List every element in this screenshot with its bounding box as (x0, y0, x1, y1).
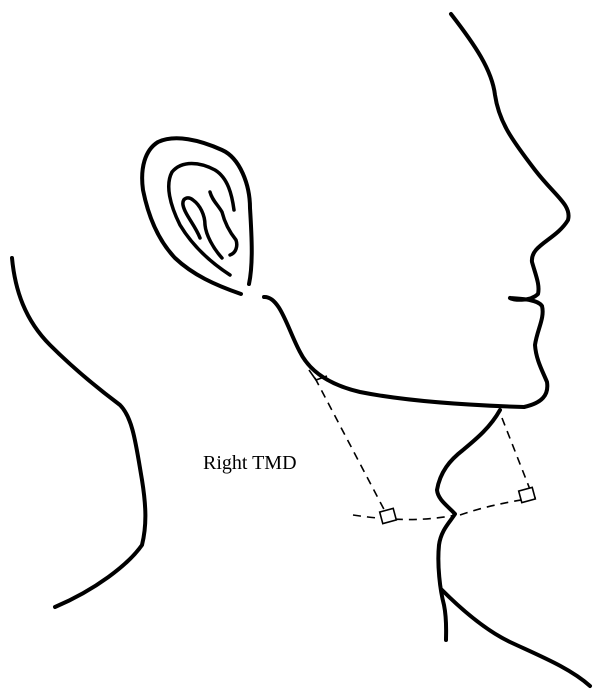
square-marker-left (380, 508, 397, 523)
ear-inner-detail (183, 192, 237, 258)
ear-outer (142, 138, 252, 294)
back-neck-line (12, 258, 145, 607)
thyroid-dashed-line (353, 515, 456, 520)
right-tmd-label: Right TMD (203, 452, 297, 475)
square-marker-right (519, 487, 536, 502)
chin-dashed-line (502, 418, 531, 492)
jaw-line (264, 297, 524, 407)
tmd-dashed-line (315, 378, 388, 517)
front-neck-line (437, 410, 500, 640)
shoulder-line (442, 590, 590, 686)
face-profile (451, 14, 569, 407)
